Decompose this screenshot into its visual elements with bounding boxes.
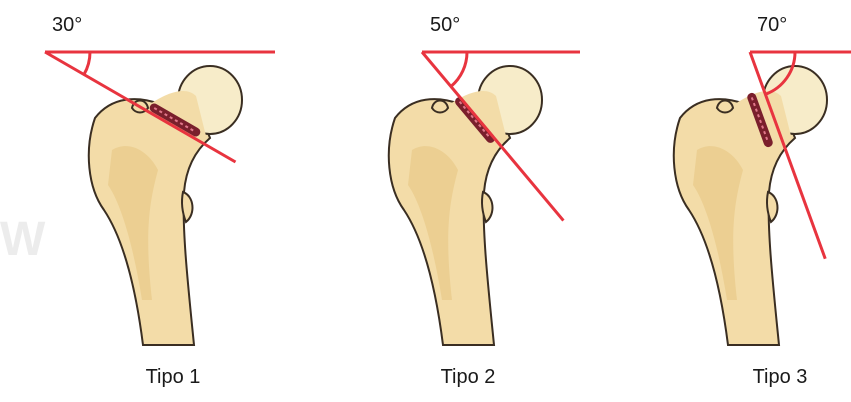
femur-illustration: [580, 0, 851, 402]
femur-illustration: [0, 0, 290, 402]
angle-arc: [84, 52, 90, 75]
panel-tipo-3: 70° Tipo 3: [580, 0, 851, 402]
lesser-trochanter: [182, 192, 192, 222]
trochanter-nub: [717, 101, 733, 113]
angle-label: 70°: [757, 14, 787, 37]
type-label: Tipo 3: [720, 366, 840, 389]
femur-group: [674, 66, 827, 345]
femur-group: [89, 66, 242, 345]
angle-label: 50°: [430, 14, 460, 37]
angle-arc: [451, 52, 467, 86]
panel-tipo-2: 50° Tipo 2: [290, 0, 580, 402]
panel-tipo-1: 30° Tipo 1: [0, 0, 290, 402]
lesser-trochanter: [767, 192, 777, 222]
angle-label: 30°: [52, 14, 82, 37]
trochanter-nub: [432, 101, 448, 113]
femur-illustration: [290, 0, 580, 402]
lesser-trochanter: [482, 192, 492, 222]
type-label: Tipo 1: [113, 366, 233, 389]
femur-group: [389, 66, 542, 345]
type-label: Tipo 2: [408, 366, 528, 389]
